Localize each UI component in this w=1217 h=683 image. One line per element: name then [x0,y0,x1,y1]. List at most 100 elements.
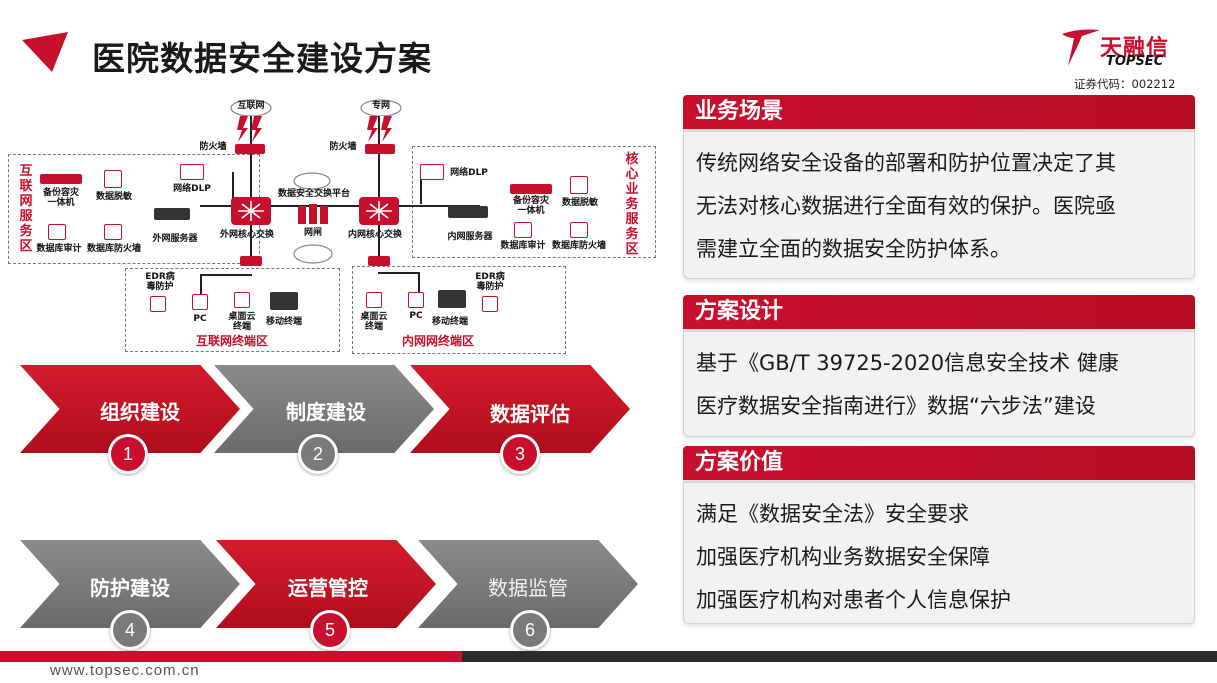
value-line: 加强医疗机构业务数据安全保障 [696,545,990,569]
stock-code: 证券代码：002212 [1074,77,1176,91]
internet-terminal-zone-box [125,268,340,352]
internet-label: 互联网 [237,101,265,111]
value-line: 满足《数据安全法》安全要求 [696,502,969,526]
pc-right-label: PC [409,311,423,321]
desensitize-right-icon [570,176,588,194]
pc-left-icon [192,294,208,310]
dlp-right-icon [420,164,444,180]
dlp-right-label: 网络DLP [450,168,488,178]
mobile-right-label: 移动终端 [431,317,468,327]
step-3-number: 3 [500,434,540,474]
firewall-left-label: 防火墙 [199,142,227,152]
scenario-body: 传统网络安全设备的部署和防护位置决定了其 无法对核心数据进行全面有效的保护。医院… [683,131,1195,279]
inner-core-label: 内网核心交换 [347,230,402,240]
cloud-left-icon [234,292,250,308]
desensitize-left-label: 数据脱敏 [95,192,132,202]
edr-right-icon [482,296,498,312]
footer-bar-dark [462,651,1217,662]
outer-server-icon [154,208,190,220]
dbfw-left-icon [104,224,122,240]
edr-left-label: EDR病 毒防护 [145,272,175,292]
scenario-heading: 业务场景 [683,95,1195,132]
page-title: 医院数据安全建设方案 [92,39,432,78]
scenario-line: 传统网络安全设备的部署和防护位置决定了其 [696,151,1116,175]
private-net-label: 专网 [371,101,390,111]
step-5-number: 5 [310,610,350,650]
backup-left-label: 备份容灾 一体机 [42,188,79,208]
value-heading: 方案价值 [683,446,1195,483]
outer-core-label: 外网核心交换 [219,230,274,240]
audit-left-label: 数据库审计 [36,244,82,254]
title-arrow-icon [22,32,68,72]
step-4-number: 4 [110,610,150,650]
exchange-platform-cloud-icon [293,172,331,190]
step-2-number: 2 [298,434,338,474]
design-heading: 方案设计 [683,295,1195,332]
step-2-label: 制度建设 [286,400,366,424]
gateway-cloud-icon [293,244,333,264]
terminal-switch-left-icon [240,256,262,266]
dlp-left-label: 网络DLP [173,184,211,194]
firewall-left-icon [235,116,265,154]
firewall-right-icon [365,116,395,154]
cloud-right-icon [366,292,382,308]
edr-right-label: EDR病 毒防护 [475,272,505,292]
footer-bar-red [0,651,462,662]
gateway-icon [298,204,328,224]
core-service-zone-label: 核心业务服务区 [625,152,639,257]
design-line: 医疗数据安全指南进行》数据“六步法”建设 [696,394,1096,418]
step-6-label: 数据监管 [488,576,568,600]
exchange-platform-label: 数据安全交换平台 [277,189,350,199]
private-net-cloud-icon [360,99,402,116]
backup-left-icon [40,174,82,184]
scenario-line: 需建立全面的数据安全防护体系。 [696,237,1011,261]
footer-url[interactable]: www.topsec.com.cn [50,662,200,679]
design-body: 基于《GB/T 39725-2020信息安全技术 健康 医疗数据安全指南进行》数… [683,331,1195,437]
backup-right-icon [510,184,552,194]
outer-core-switch-icon [231,197,271,225]
inner-core-switch-icon [359,197,399,225]
desensitize-left-icon [104,170,122,188]
inner-server-icon [448,206,488,218]
core-service-zone-box [412,146,656,258]
pc-right-icon [408,292,424,308]
network-diagram: 互联网服务区 核心业务服务区 互联网 专网 防火墙 防火墙 备份容灾 一体机 数… [0,92,670,362]
dbfw-right-icon [570,222,588,238]
dbfw-left-label: 数据库防火墙 [86,244,141,254]
internet-terminal-zone-label: 互联网终端区 [196,334,269,348]
step-1-number: 1 [108,434,148,474]
mobile-right-icon [438,290,466,308]
value-line: 加强医疗机构对患者个人信息保护 [696,588,1011,612]
topsec-logo-icon [1062,29,1100,66]
value-body: 满足《数据安全法》安全要求 加强医疗机构业务数据安全保障 加强医疗机构对患者个人… [683,482,1195,624]
step-1-label: 组织建设 [100,400,180,424]
logo-cn-text: 天融信 [1100,36,1170,61]
pc-left-label: PC [193,314,207,324]
gateway-label: 网闸 [303,228,322,238]
dlp-left-icon [180,164,204,180]
mobile-left-icon [270,292,298,310]
outer-server-label: 外网服务器 [152,234,198,244]
internet-cloud-icon [230,99,272,116]
intranet-terminal-zone-box [352,266,566,354]
step-4-label: 防护建设 [90,576,170,600]
dbfw-right-label: 数据库防火墙 [551,241,606,251]
audit-left-icon [48,224,66,240]
firewall-right-label: 防火墙 [329,142,357,152]
cloud-right-label: 桌面云 终端 [360,312,388,332]
cloud-left-label: 桌面云 终端 [228,312,256,332]
step-5-label: 运营管控 [288,576,368,600]
audit-right-icon [514,222,532,238]
backup-right-label: 备份容灾 一体机 [512,196,549,216]
edr-left-icon [150,296,166,312]
step-3-label: 数据评估 [490,402,570,426]
inner-server-label: 内网服务器 [447,232,493,242]
topsec-logo: 天融信 TOPSEC 证券代码：002212 [1058,24,1198,94]
internet-service-zone-label: 互联网服务区 [19,164,33,254]
logo-en-text: TOPSEC [1106,54,1164,69]
scenario-line: 无法对核心数据进行全面有效的保护。医院亟 [696,194,1116,218]
intranet-terminal-zone-label: 内网网终端区 [402,334,475,348]
desensitize-right-label: 数据脱敏 [561,198,598,208]
design-line: 基于《GB/T 39725-2020信息安全技术 健康 [696,351,1119,375]
audit-right-label: 数据库审计 [500,241,546,251]
